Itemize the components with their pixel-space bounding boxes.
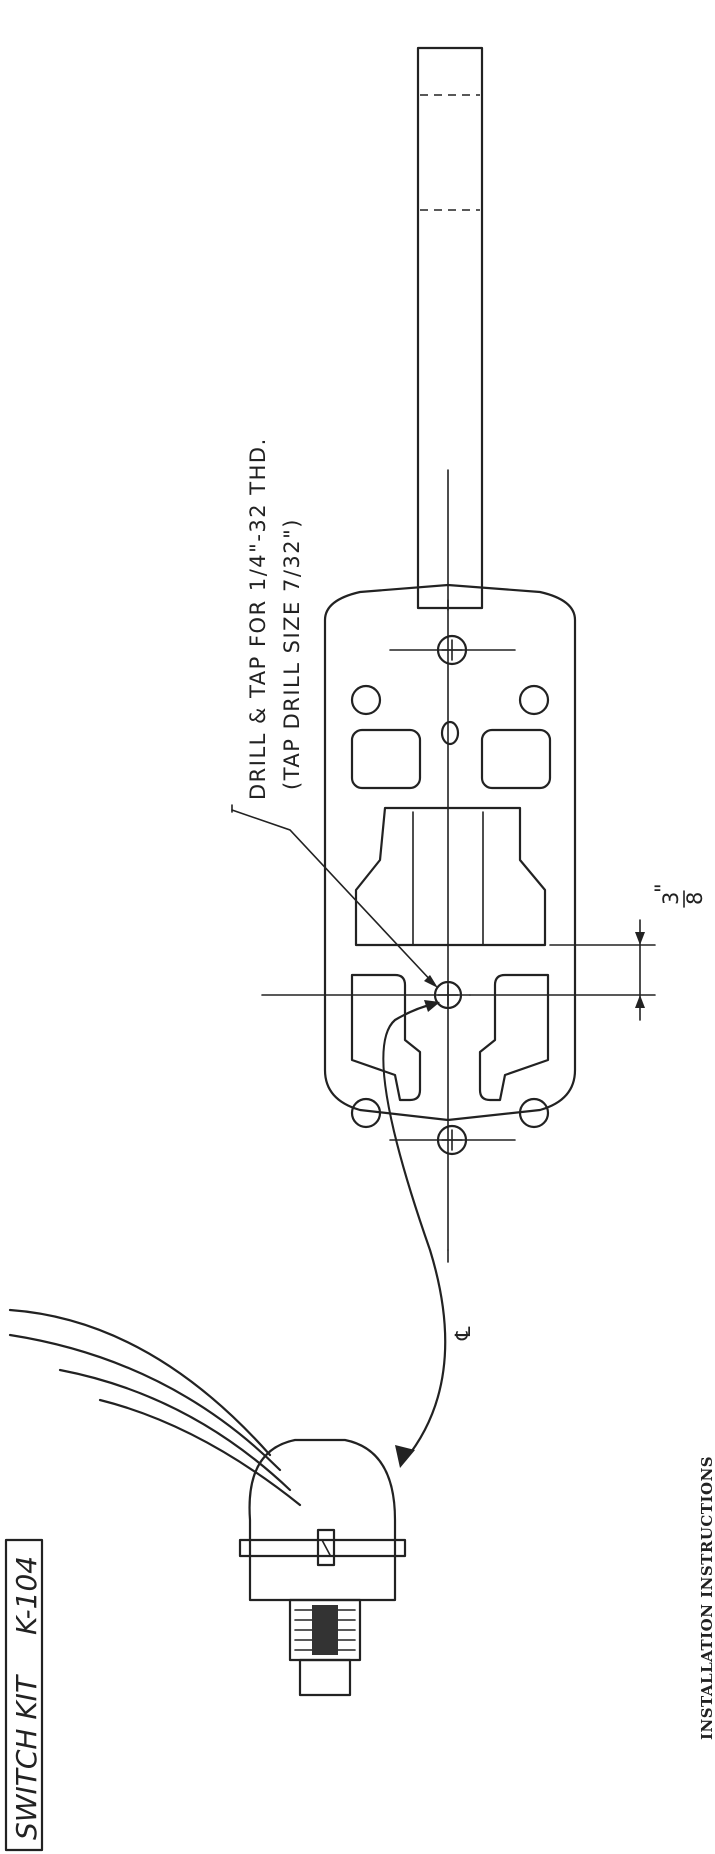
mounting-plate <box>323 583 577 1129</box>
dimension-label: 3 " 8 <box>651 882 707 908</box>
footer-heading: INSTALLATION INSTRUCTIONS <box>698 1456 715 1740</box>
top-mount-hole <box>389 634 516 666</box>
install-arrow <box>382 1000 447 1468</box>
centerline-symbol: ℄ <box>451 1325 475 1341</box>
installation-instructions-heading: INSTALLATION INSTRUCTIONS <box>698 1456 715 1740</box>
note-text: DRILL & TAP FOR 1/4"-32 THD. (TAP DRILL … <box>246 437 304 800</box>
tapped-hole <box>261 980 471 1010</box>
kit-name: SWITCH KIT <box>10 1674 43 1840</box>
switch-assembly <box>8 1308 407 1697</box>
dim-numerator: 3 <box>659 890 683 905</box>
kit-number: K-104 <box>10 1556 43 1635</box>
bottom-mount-hole <box>389 1124 516 1156</box>
lever-arm <box>416 46 484 611</box>
title-block: SWITCH KIT K-104 <box>4 1538 44 1852</box>
note-leader <box>231 804 438 988</box>
note-line-2: (TAP DRILL SIZE 7/32") <box>280 518 304 790</box>
note-line-1: DRILL & TAP FOR 1/4"-32 THD. <box>246 437 270 800</box>
svg-text:℄: ℄ <box>451 1325 475 1341</box>
dim-unit: " <box>651 882 675 893</box>
dim-denominator: 8 <box>683 890 707 905</box>
dimension-3-8 <box>469 919 656 1021</box>
